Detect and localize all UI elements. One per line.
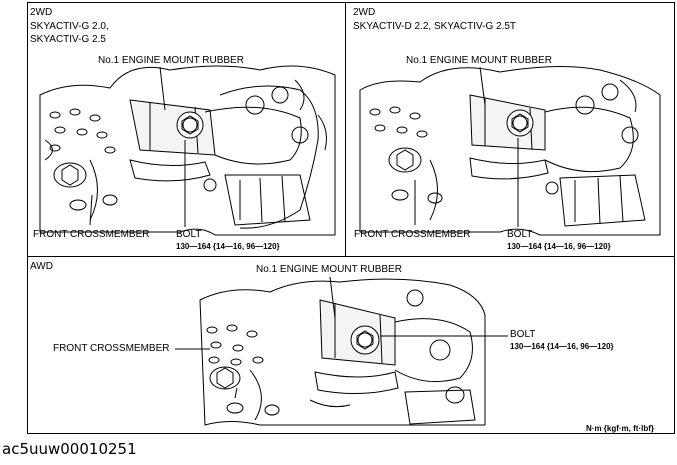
panel1-leaders <box>89 66 186 227</box>
panel1-drive-label: 2WD <box>30 7 53 18</box>
panel2-crossmember-label: FRONT CROSSMEMBER <box>354 229 471 240</box>
panel2-torque-spec: 130—164 {14—16, 96—120} <box>507 242 611 251</box>
panel3-bolt <box>350 325 380 355</box>
panel3-crossmember-bolt <box>209 366 241 390</box>
panel2-bolt-label: BOLT <box>507 229 533 240</box>
panel1-bolt-label: BOLT <box>176 229 202 240</box>
panel3-bolt-label: BOLT <box>510 329 536 340</box>
panel1-torque-spec: 130—164 {14—16, 96—120} <box>176 242 280 251</box>
panel3-engine-drawing <box>199 278 486 426</box>
panel-divider-vertical <box>345 2 346 256</box>
panel1-bolt <box>176 111 204 139</box>
panel1-holes <box>49 86 309 211</box>
panel1-engine-drawing <box>39 65 336 236</box>
panel3-holes <box>206 289 465 416</box>
figure-frame <box>27 2 675 434</box>
panel3-drive-label: AWD <box>30 261 53 272</box>
panel-divider-horizontal <box>27 256 675 257</box>
panel3-leaders <box>175 276 508 399</box>
panel3-torque-spec: 130—164 {14—16, 96—120} <box>510 342 614 351</box>
units-note: N·m {kgf·m, ft·lbf} <box>586 424 654 433</box>
panel1-mount-label: No.1 ENGINE MOUNT RUBBER <box>98 55 244 66</box>
panel2-mount-label: No.1 ENGINE MOUNT RUBBER <box>406 55 552 66</box>
panel1-engine-line1: SKYACTIV-G 2.0, <box>30 21 109 32</box>
panel1-crossmember-bolt <box>53 162 87 188</box>
panel3-mount-label: No.1 ENGINE MOUNT RUBBER <box>256 264 402 275</box>
panel2-drive-label: 2WD <box>353 7 376 18</box>
panel2-engine-line1: SKYACTIV-D 2.2, SKYACTIV-G 2.5T <box>353 21 517 32</box>
panel2-bolt <box>506 109 534 137</box>
panel1-crossmember-label: FRONT CROSSMEMBER <box>33 229 150 240</box>
panel2-holes <box>369 83 639 204</box>
panel1-engine-line2: SKYACTIV-G 2.5 <box>30 34 106 45</box>
panel3-crossmember-label: FRONT CROSSMEMBER <box>53 343 170 354</box>
panel2-crossmember-bolt <box>388 147 422 173</box>
panel2-leaders <box>414 66 519 227</box>
image-code: ac5uuw00010251 <box>2 440 137 458</box>
